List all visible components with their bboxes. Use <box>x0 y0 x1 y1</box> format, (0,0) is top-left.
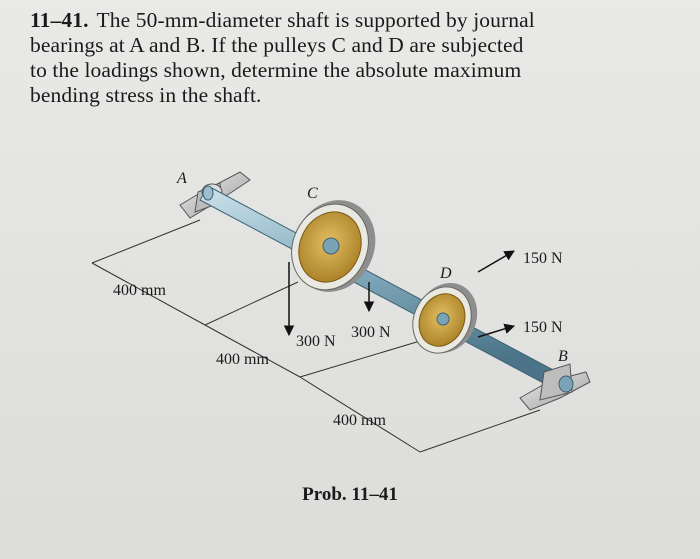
force-arrow-d-bottom <box>477 323 516 338</box>
problem-number: 11–41. <box>30 8 89 32</box>
dimension-line-400-d <box>299 376 421 453</box>
force-label-c-left: 300 N <box>296 333 336 350</box>
problem-text-line-3: to the loadings shown, determine the abs… <box>30 58 522 82</box>
pulley-d <box>412 282 478 354</box>
problem-text-line-2: bearings at A and B. If the pulleys C an… <box>30 33 524 57</box>
force-label-c-right: 300 N <box>351 324 391 341</box>
dimension-label-2: 400 mm <box>216 351 269 368</box>
problem-statement: 11–41. The 50-mm-diameter shaft is suppor… <box>30 8 680 108</box>
dimension-line-400-c <box>204 324 301 378</box>
force-label-d-top: 150 N <box>523 250 563 267</box>
force-arrows <box>283 250 516 338</box>
label-b: B <box>558 348 568 365</box>
pulley-c <box>291 200 376 292</box>
extension-line-a <box>91 219 201 264</box>
bearing-b <box>519 363 591 411</box>
extension-line-d <box>299 337 431 378</box>
problem-text-line-4: bending stress in the shaft. <box>30 83 262 107</box>
dimension-lines <box>91 219 541 453</box>
figure-caption: Prob. 11–41 <box>302 484 398 505</box>
dimension-line-400-a <box>91 262 206 326</box>
extension-line-c <box>204 281 299 326</box>
problem-line-1: 11–41. The 50-mm-diameter shaft is suppor… <box>30 8 680 33</box>
force-label-d-bottom: 150 N <box>523 319 563 336</box>
extension-line-b <box>419 409 541 453</box>
problem-text-line-1: The 50-mm-diameter shaft is supported by… <box>96 8 535 32</box>
dimension-label-1: 400 mm <box>113 282 166 299</box>
force-arrow-d-top <box>477 250 515 273</box>
label-a: A <box>176 170 187 187</box>
dimension-label-3: 400 mm <box>333 412 386 429</box>
label-c: C <box>307 185 318 202</box>
label-d: D <box>439 265 452 282</box>
